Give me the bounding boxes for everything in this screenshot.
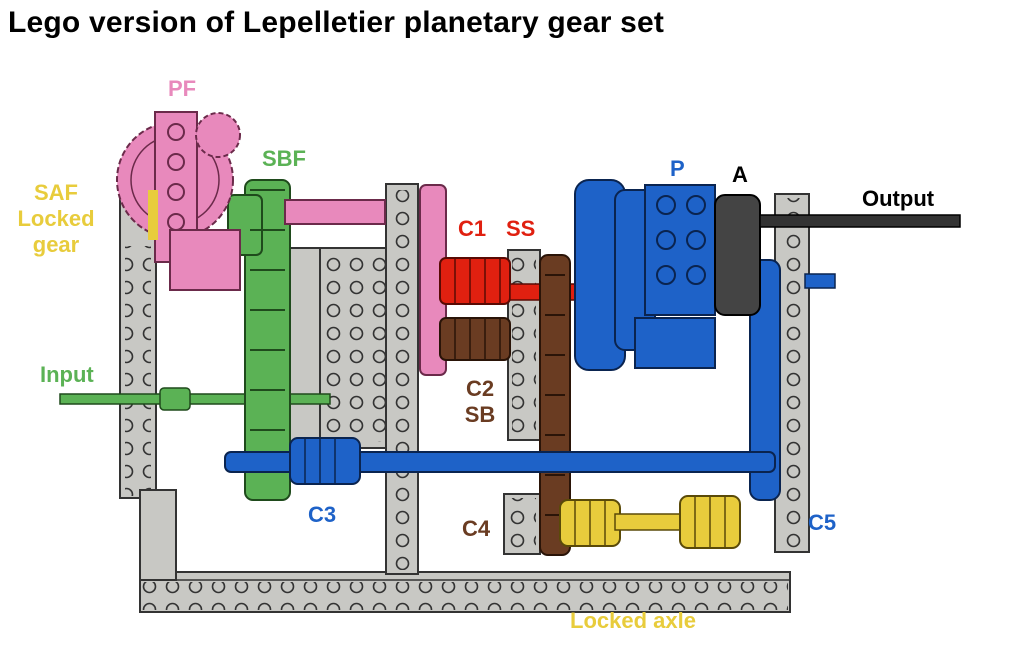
locked-axle-parts [559,495,741,549]
sbf-label: SBF [262,146,306,171]
middle-vertical-beam [385,183,419,575]
right-vertical-beam [774,193,810,553]
c2-label: C2 [465,376,495,401]
annulus-gear [714,194,961,316]
saf-label-line2: Locked [17,206,95,231]
output-label: Output [862,186,935,211]
c1-label: C1 [458,216,487,241]
left-vertical-beam [119,177,177,581]
c4-label: C4 [462,516,491,541]
sb-label: SB [464,402,496,427]
saf-label: SAF Locked gear [8,180,104,258]
saf-label-line1: SAF [34,180,78,205]
c3-label: C3 [308,502,337,527]
c5-label: C5 [808,510,837,535]
c3-shaft [224,437,776,485]
pf-label: PF [168,76,197,101]
locked-axle-label: Locked axle [570,608,696,633]
saf-label-line3: gear [32,232,80,257]
ss-label: SS [506,216,536,241]
input-label: Input [40,362,94,387]
diagram-title: Lego version of Lepelletier planetary ge… [8,6,665,39]
input-shaft [59,387,331,411]
c2-sb-label: C2 SB [458,376,502,428]
pf-gear-assembly [116,111,447,376]
bottom-beam [139,571,791,613]
a-label: A [732,162,748,187]
c2-clutch [439,254,571,556]
p-label: P [670,156,685,181]
planetary-carrier [574,179,836,501]
